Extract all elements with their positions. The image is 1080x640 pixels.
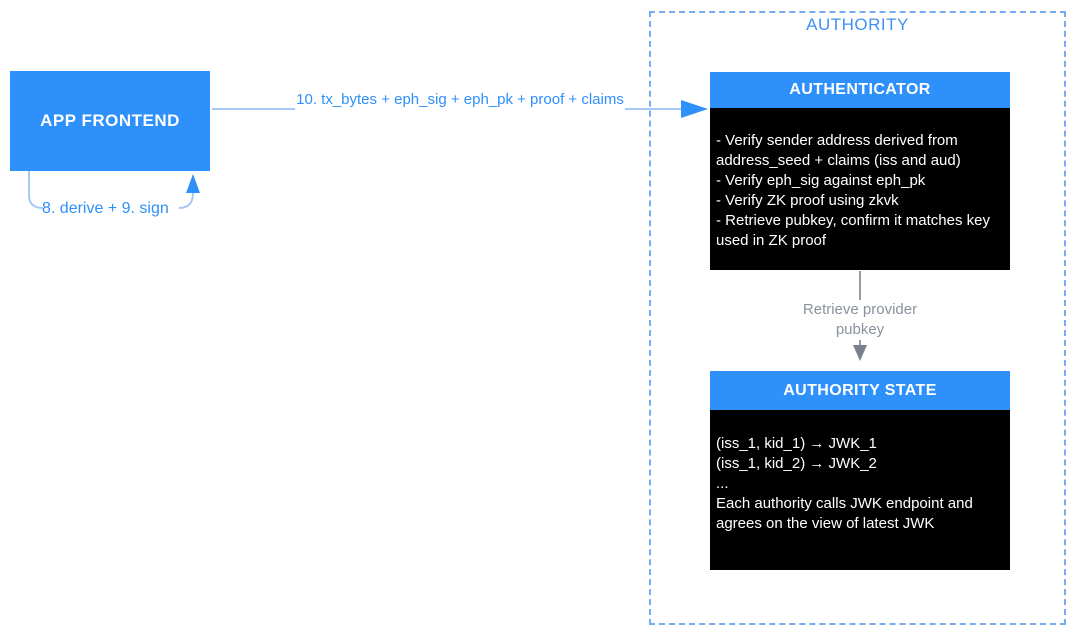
authenticator-body: - Verify sender address derived from add… — [710, 108, 1010, 270]
authenticator-header: AUTHENTICATOR — [710, 72, 1010, 108]
authenticator-node: AUTHENTICATOR - Verify sender address de… — [710, 72, 1010, 270]
authenticator-title: AUTHENTICATOR — [789, 81, 931, 98]
derive-sign-edge-line-right — [178, 192, 194, 209]
tx-edge-label: 10. tx_bytes + eph_sig + eph_pk + proof … — [295, 90, 625, 110]
authority-state-body: (iss_1, kid_1) → JWK_1 (iss_1, kid_2) → … — [710, 410, 1010, 570]
derive-sign-edge-line-left — [28, 171, 44, 209]
derive-sign-edge-label: 8. derive + 9. sign — [42, 200, 169, 217]
authority-state-node: AUTHORITY STATE (iss_1, kid_1) → JWK_1 (… — [710, 371, 1010, 570]
app-frontend-node: APP FRONTEND — [10, 71, 210, 171]
authority-state-title: AUTHORITY STATE — [783, 381, 937, 399]
derive-sign-edge-arrowhead-icon — [186, 174, 200, 193]
authority-container-title: AUTHORITY — [806, 15, 909, 34]
retrieve-edge-label: Retrieve provider pubkey — [780, 300, 940, 340]
authority-container — [649, 11, 1066, 625]
authority-state-header: AUTHORITY STATE — [710, 371, 1010, 410]
app-frontend-label: APP FRONTEND — [40, 111, 180, 130]
